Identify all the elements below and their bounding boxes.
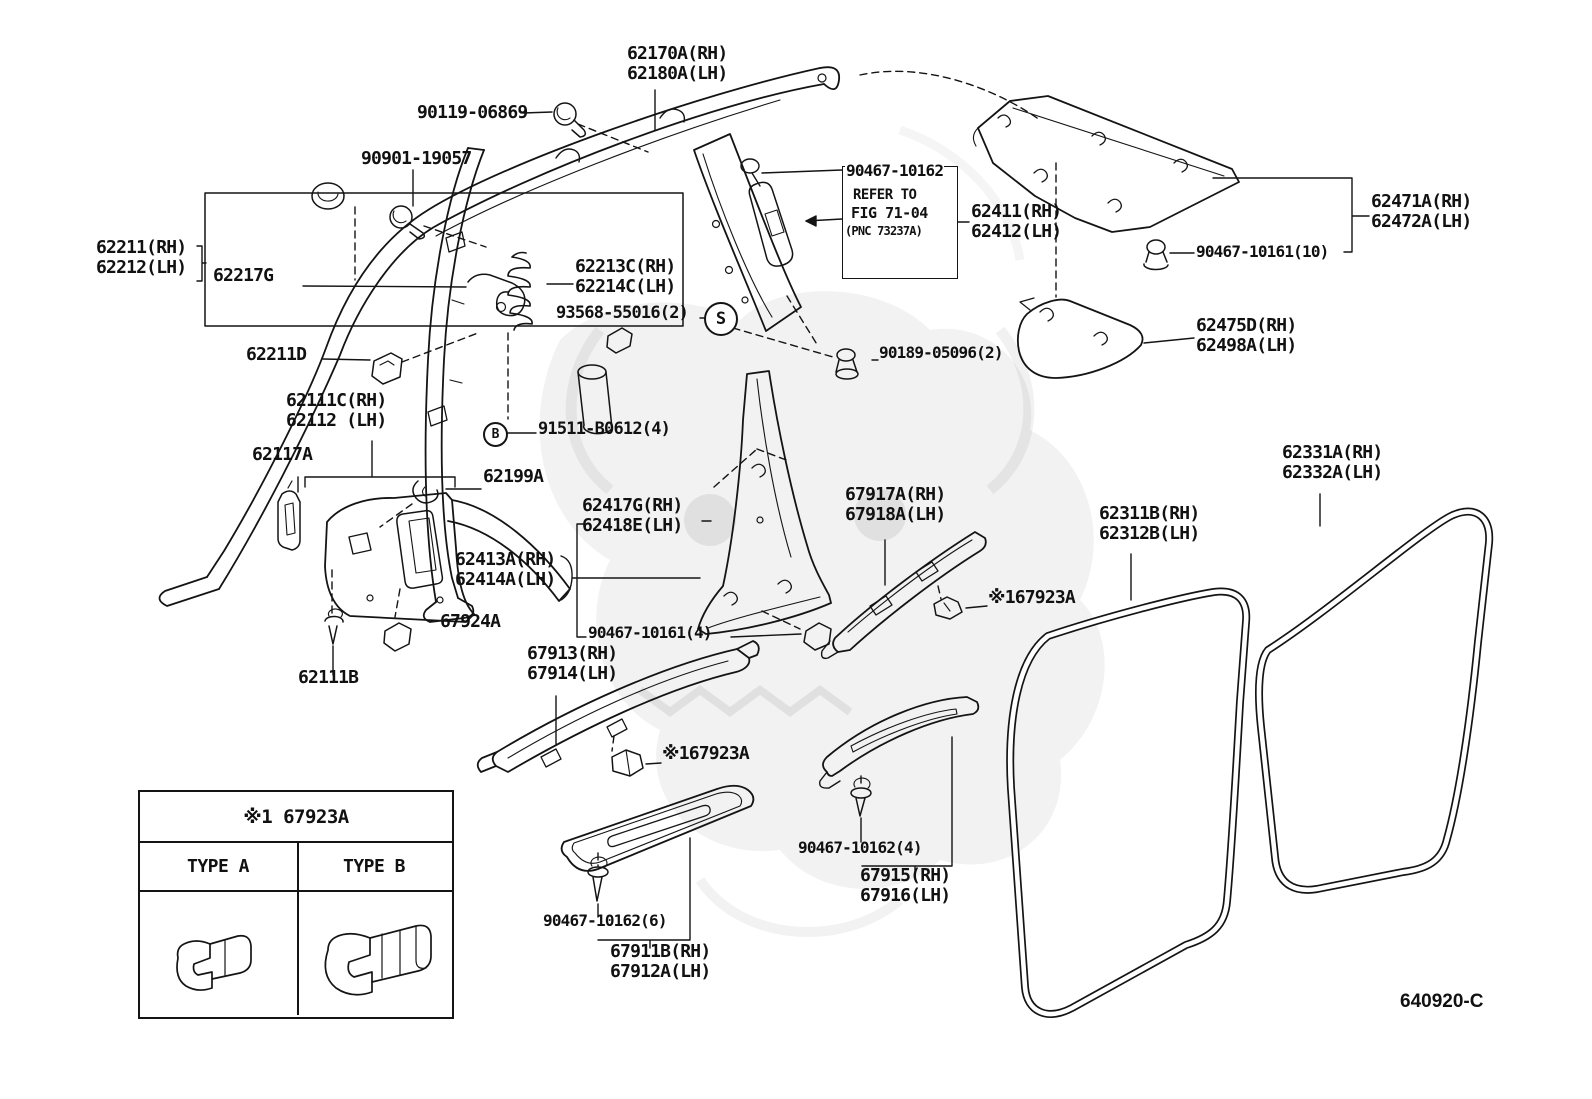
part-label-62411: 62411(RH)62412(LH)	[971, 201, 1062, 242]
part-label-90467-10161-4: 90467-10161(4)	[588, 623, 712, 642]
rear-sill-scuff-drawing	[819, 696, 980, 789]
part-label-93568-55016: 93568-55016(2)	[556, 303, 689, 323]
legend-type-a-label: TYPE A	[186, 856, 250, 877]
rear-scuff-rail-drawing	[820, 531, 987, 660]
front-door-weatherstrip-drawing	[1006, 587, 1251, 1018]
part-label-62170a: 62170A(RH)62180A(LH)	[627, 43, 728, 84]
figure-code: 640920-C	[1400, 991, 1484, 1012]
center-scuff-plate-drawing	[476, 640, 760, 773]
spring-drawing	[507, 251, 533, 331]
part-label-62311b: 62311B(RH)62312B(LH)	[1099, 503, 1200, 544]
part-label-62471a: 62471A(RH)62472A(LH)	[1371, 191, 1472, 232]
legend-title: ※1 67923A	[140, 792, 452, 843]
part-label-90467-10161-10: 90467-10161(10)	[1196, 242, 1329, 261]
part-label-167923a-center: ※167923A	[662, 743, 750, 764]
part-label-67924a: 67924A	[440, 611, 501, 632]
part-label-91511-b0612: 91511-B0612(4)	[538, 419, 671, 439]
legend-clip-type-a-drawing	[176, 934, 252, 991]
part-label-90901-19057: 90901-19057	[361, 148, 472, 169]
pillar-hardware-drawing	[577, 327, 633, 435]
roof-rail-drawing	[158, 66, 841, 607]
fastener-drawings	[311, 102, 1169, 902]
part-label-67911b: 67911B(RH)67912A(LH)	[610, 941, 711, 982]
part-label-167923a-right: ※167923A	[988, 587, 1076, 608]
part-label-62117a: 62117A	[252, 444, 313, 465]
dashed-locator-lines	[331, 70, 1057, 867]
center-pillar-upper-garnish-drawing	[693, 133, 802, 332]
legend-type-b-label: TYPE B	[342, 856, 406, 877]
part-label-90467-10162-4: 90467-10162(4)	[798, 838, 922, 857]
quarter-pillar-garnish-drawing	[1016, 297, 1144, 379]
legend-column-divider	[297, 843, 299, 1015]
legend-table: ※1 67923A TYPE A TYPE B	[138, 790, 454, 1019]
symbol-s-circle: S	[704, 302, 738, 336]
part-label-62213c: 62213C(RH)62214C(LH)	[575, 256, 676, 297]
front-pillar-garnish-drawing	[422, 147, 485, 623]
legend-cells: TYPE A TYPE B	[140, 843, 452, 1015]
part-label-62111b: 62111B	[298, 667, 359, 688]
part-label-67917a: 67917A(RH)67918A(LH)	[845, 484, 946, 525]
symbol-b-circle: B	[483, 422, 508, 447]
part-label-62199a: 62199A	[483, 466, 544, 487]
part-label-62417g: 62417G(RH)62418E(LH)	[582, 495, 683, 536]
refer-box-line1: REFER TO	[853, 187, 917, 203]
part-label-90467-10162-6: 90467-10162(6)	[543, 911, 667, 930]
part-label-62211: 62211(RH)62212(LH)	[96, 237, 187, 278]
part-label-62331a: 62331A(RH)62332A(LH)	[1282, 442, 1383, 483]
part-label-62211d: 62211D	[246, 344, 307, 365]
quarter-trim-panel-drawing	[972, 95, 1240, 233]
part-label-62217g: 62217G	[213, 265, 274, 286]
part-label-90189-05096: 90189-05096(2)	[879, 343, 1003, 362]
watermark-graphic	[539, 125, 1105, 938]
part-label-62413a: 62413A(RH)62414A(LH)	[455, 549, 556, 590]
part-label-67915: 67915(RH)67916(LH)	[860, 865, 951, 906]
center-pillar-lower-garnish-drawing	[697, 370, 832, 635]
rear-door-weatherstrip-drawing	[1255, 507, 1494, 894]
part-label-62475d: 62475D(RH)62498A(LH)	[1196, 315, 1297, 356]
part-label-62111c: 62111C(RH)62112 (LH)	[286, 390, 387, 431]
refer-note-box: 90467-10162 REFER TO FIG 71-04 (PNC 7323…	[842, 161, 958, 279]
bracket-62117a-drawing	[277, 480, 301, 551]
legend-clip-type-b-drawing	[324, 924, 432, 996]
refer-box-part-number: 90467-10162	[845, 161, 945, 180]
refer-box-line2: FIG 71-04	[851, 204, 928, 222]
part-label-90119-06869: 90119-06869	[417, 102, 528, 123]
legend-type-row: TYPE A TYPE B	[140, 843, 452, 892]
refer-box-line3: (PNC 73237A)	[845, 224, 923, 238]
leader-lines	[196, 89, 1370, 949]
part-label-67913: 67913(RH)67914(LH)	[527, 643, 618, 684]
